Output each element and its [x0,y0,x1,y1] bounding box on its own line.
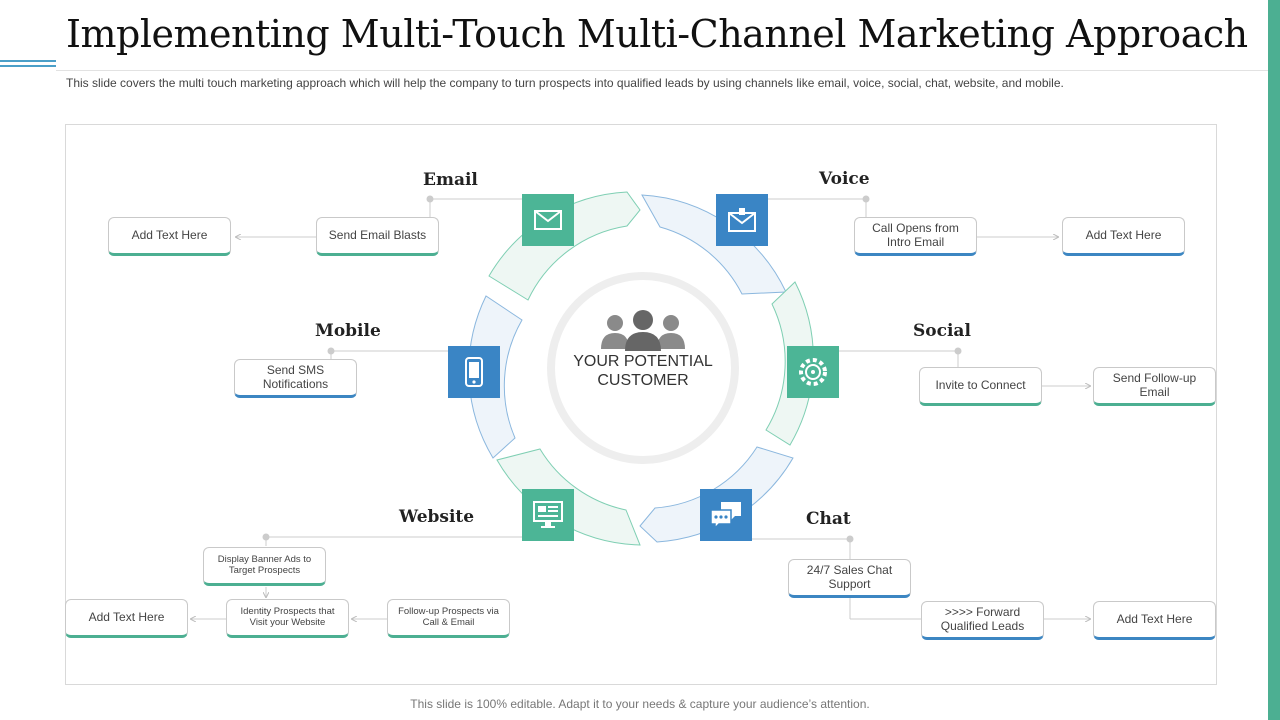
voice-envelope-icon [716,194,768,246]
channel-label-email: Email [423,170,478,190]
website-banner-box: Display Banner Ads to Target Prospects [203,547,326,586]
page-title: Implementing Multi-Touch Multi-Channel M… [66,12,1248,56]
mobile-phone-icon [448,346,500,398]
center-label: YOUR POTENTIAL CUSTOMER [573,353,713,390]
channel-label-social: Social [913,321,971,341]
mobile-step-box: Send SMS Notifications [234,359,357,398]
page-subtitle: This slide covers the multi touch market… [66,76,1064,90]
envelope-icon [522,194,574,246]
website-placeholder-box: Add Text Here [65,599,188,638]
title-accent-line [0,65,56,67]
social-step-box: Invite to Connect [919,367,1042,406]
side-accent-bar [1268,0,1280,720]
chat-bubbles-icon [700,489,752,541]
chat-forward-box: >>>> Forward Qualified Leads [921,601,1044,640]
email-placeholder-box: Add Text Here [108,217,231,256]
channel-label-chat: Chat [806,509,851,529]
voice-placeholder-box: Add Text Here [1062,217,1185,256]
monitor-icon [522,489,574,541]
diagram-frame [65,124,1217,685]
social-followup-box: Send Follow-up Email [1093,367,1216,406]
email-step-box: Send Email Blasts [316,217,439,256]
channel-label-mobile: Mobile [315,321,381,341]
channel-label-voice: Voice [819,169,870,189]
voice-step-box: Call Opens from Intro Email [854,217,977,256]
gear-network-icon [787,346,839,398]
people-group-icon [601,310,685,351]
chat-support-box: 24/7 Sales Chat Support [788,559,911,598]
channel-label-website: Website [399,507,475,527]
title-divider [56,70,1268,71]
website-followup-box: Follow-up Prospects via Call & Email [387,599,510,638]
center-circle [547,272,739,464]
website-identify-box: Identity Prospects that Visit your Websi… [226,599,349,638]
title-accent-line [0,60,56,62]
footer-note: This slide is 100% editable. Adapt it to… [410,697,870,711]
chat-placeholder-box: Add Text Here [1093,601,1216,640]
